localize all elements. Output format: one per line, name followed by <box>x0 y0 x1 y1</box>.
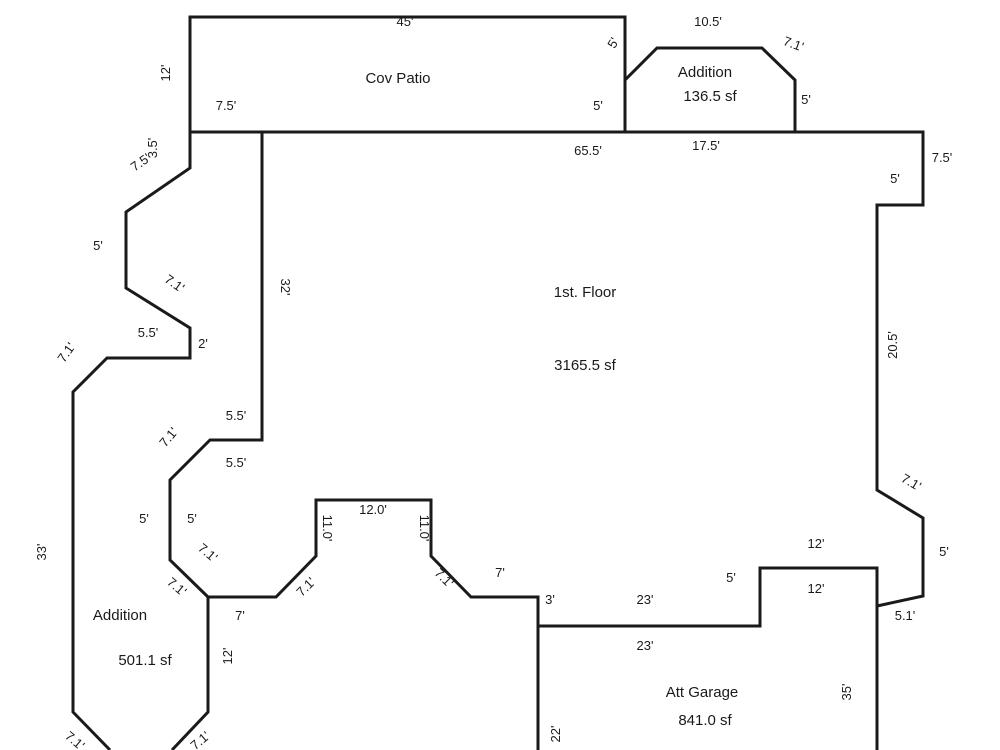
dim-diag-c: 7.1' <box>156 424 181 449</box>
dim-garage-step: 5.1' <box>895 608 916 623</box>
dim-garage-left-small: 3' <box>545 592 555 607</box>
garage-wall <box>538 566 879 750</box>
dim-side-d: 5' <box>139 511 149 526</box>
dim-jog-a: 5.5' <box>226 408 247 423</box>
dim-bottom-diag-left: 7.1' <box>62 728 87 750</box>
dim-addition-right: 5' <box>801 92 811 107</box>
dim-inner-wall: 32' <box>278 279 293 296</box>
dim-right-wall: 20.5' <box>885 331 900 359</box>
dim-garage-left: 22' <box>548 726 563 743</box>
dim-left-top-small: 3.5' <box>145 138 160 159</box>
dim-bay-diag-left: 7.1' <box>293 574 318 599</box>
room-area-first-floor: 3165.5 sf <box>554 357 617 374</box>
dim-left-addition-inner: 12' <box>220 648 235 665</box>
dim-right-jog-side: 5' <box>890 171 900 186</box>
dim-left-addition-outer: 33' <box>34 544 49 561</box>
room-name-addition-top: Addition <box>678 64 732 81</box>
dim-bay-bottom-right: 7' <box>495 565 505 580</box>
dim-garage-step-top: 12' <box>808 536 825 551</box>
room-labels: Cov Patio Addition 136.5 sf 1st. Floor 3… <box>93 64 738 729</box>
room-name-first-floor: 1st. Floor <box>554 284 617 301</box>
dim-addition-bottom: 17.5' <box>692 138 720 153</box>
dim-left-jog-small: 2' <box>198 336 208 351</box>
dim-patio-right: 5' <box>593 98 603 113</box>
dim-garage-step-inner: 12' <box>808 581 825 596</box>
first-floor-outline <box>190 130 925 608</box>
room-area-garage: 841.0 sf <box>678 712 732 729</box>
dim-side-e: 5' <box>187 511 197 526</box>
dim-bay-diag-right: 7.1' <box>432 565 457 590</box>
dim-diag-f: 7.1' <box>195 540 220 565</box>
dim-left-side: 5' <box>93 238 103 253</box>
dim-floor-top: 65.5' <box>574 143 602 158</box>
dim-right-jog-top: 7.5' <box>932 150 953 165</box>
dim-right-lower: 5' <box>939 544 949 559</box>
top-addition-outline <box>623 46 797 132</box>
dimension-labels: 45' 12' 7.5' 5' 5' 10.5' 7.1' 5' 17.5' 6… <box>34 14 952 750</box>
dim-bay-top: 12.0' <box>359 502 387 517</box>
dim-patio-top: 45' <box>397 14 414 29</box>
dim-bottom-h: 7' <box>235 608 245 623</box>
dim-garage-top: 23' <box>637 592 654 607</box>
dim-left-jog: 5.5' <box>138 325 159 340</box>
dim-garage-step-side: 5' <box>726 570 736 585</box>
dim-bay-side-left: 11.0' <box>320 515 335 542</box>
walls <box>71 15 925 750</box>
room-area-addition-top: 136.5 sf <box>683 88 737 105</box>
dim-addition-diag: 7.1' <box>781 33 805 54</box>
room-name-cov-patio: Cov Patio <box>365 70 430 87</box>
dim-garage-top-inner: 23' <box>637 638 654 653</box>
room-name-addition-left: Addition <box>93 607 147 624</box>
inner-wall <box>168 132 264 599</box>
dim-patio-left: 12' <box>158 65 173 82</box>
room-area-addition-left: 501.1 sf <box>118 652 172 669</box>
patio-outline <box>188 15 627 132</box>
dim-bay-side-right: 11.0' <box>417 515 432 542</box>
bay-window-wall <box>208 498 540 750</box>
dim-patio-right-top: 5' <box>604 35 622 51</box>
dim-right-diag: 7.1' <box>899 470 924 493</box>
dim-left-diag-mid: 7.1' <box>162 271 187 295</box>
dim-patio-inner: 7.5' <box>216 98 237 113</box>
left-addition-inner-wall <box>170 597 210 750</box>
dim-diag-g: 7.1' <box>164 574 189 599</box>
dim-jog-b: 5.5' <box>226 455 247 470</box>
left-outer-wall <box>71 132 192 750</box>
room-name-garage: Att Garage <box>666 684 739 701</box>
dim-garage-right: 35' <box>839 684 854 701</box>
dim-left-diag-upper: 7.1' <box>54 340 78 365</box>
dim-addition-top: 10.5' <box>694 14 722 29</box>
